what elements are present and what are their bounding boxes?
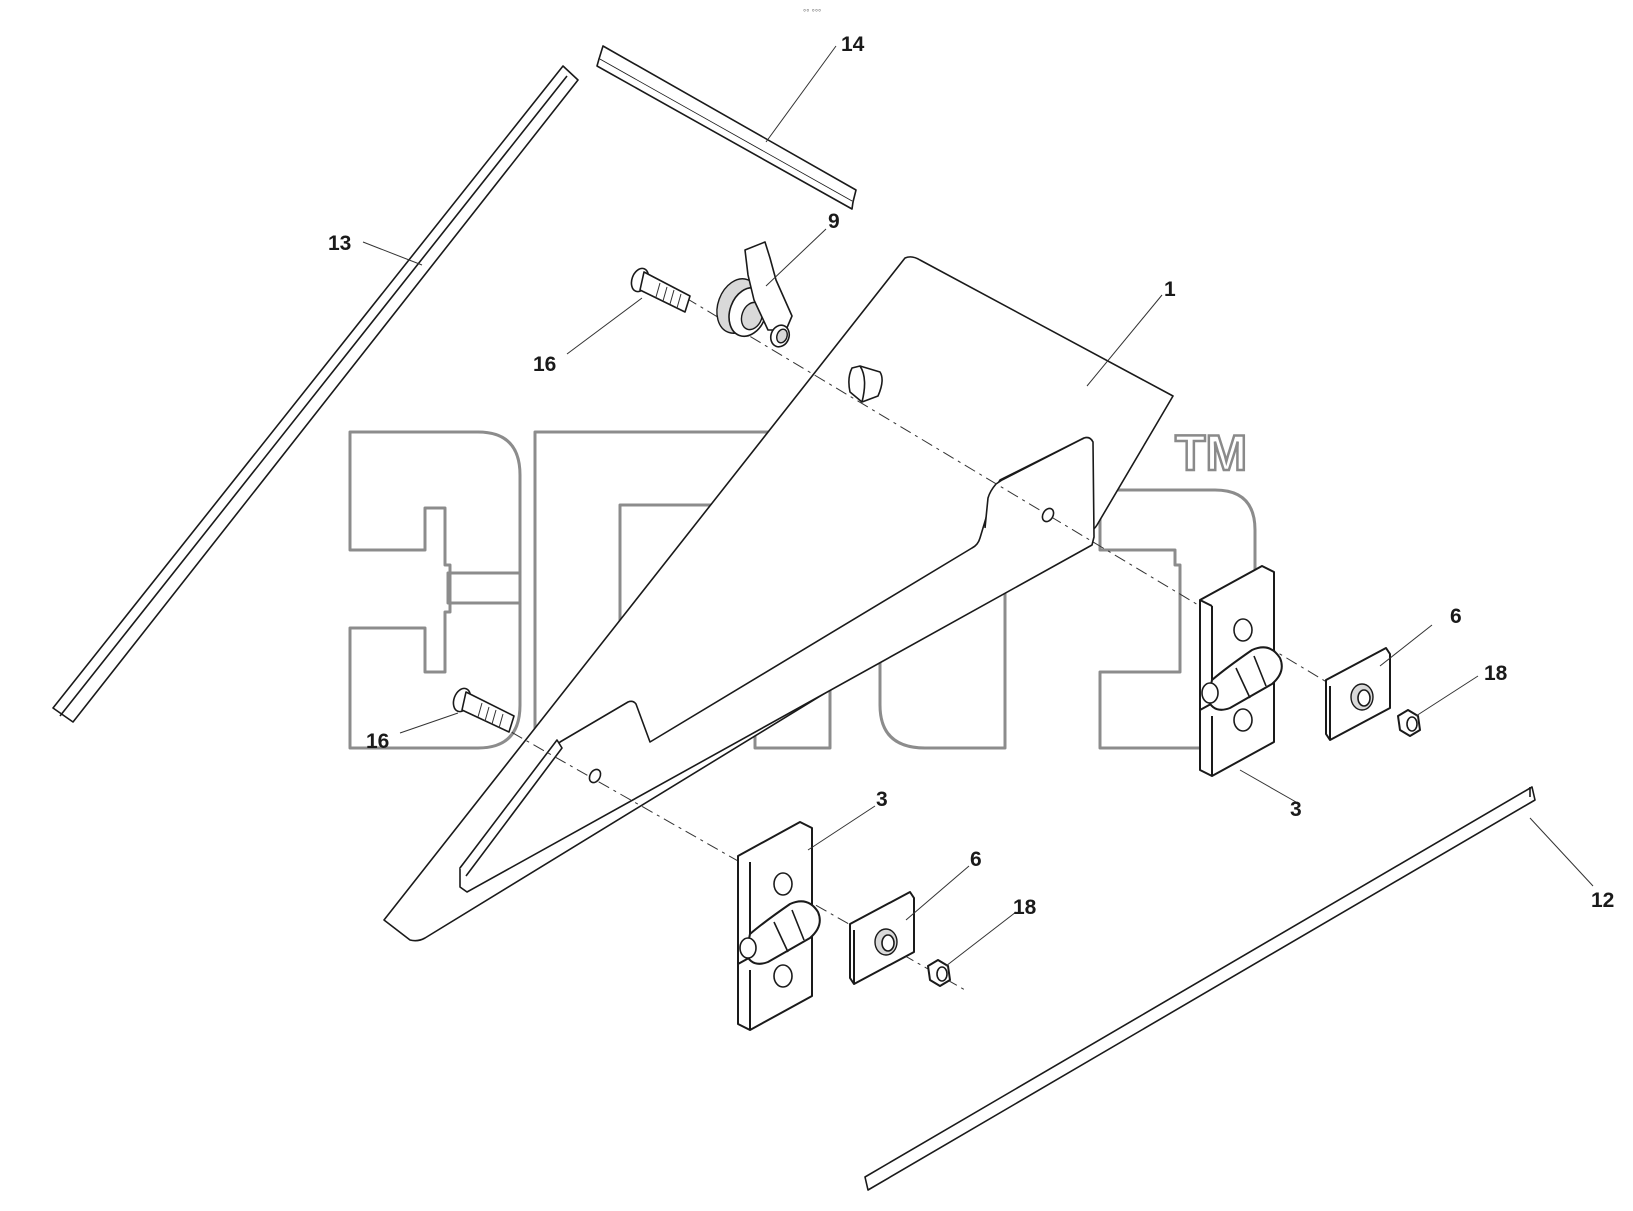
part-6-plate-left <box>849 891 915 985</box>
part-16-screw-upper <box>630 267 691 313</box>
callout-1: 1 <box>1164 278 1176 301</box>
callout-3-right: 3 <box>1290 798 1302 821</box>
part-12-strip <box>864 786 1536 1191</box>
callout-12: 12 <box>1591 889 1614 912</box>
bracket-hole-upper <box>1041 507 1055 523</box>
callout-18-left: 18 <box>1013 896 1037 919</box>
part-9-latch <box>716 241 793 348</box>
callout-3-left: 3 <box>876 788 888 811</box>
part-13-strip <box>52 65 579 723</box>
leader-lines <box>362 45 1594 967</box>
callout-labels: 14 13 9 1 16 16 6 18 3 3 6 18 12 <box>328 33 1614 919</box>
callout-6-right: 6 <box>1450 605 1462 628</box>
callout-9: 9 <box>828 210 840 233</box>
part-18-nut-right <box>1397 709 1421 737</box>
part-3-hinge-right <box>1199 565 1283 777</box>
callout-16-upper: 16 <box>533 353 556 376</box>
top-marks: °° °°° <box>803 8 821 17</box>
trademark-symbol: TM <box>1175 425 1247 481</box>
watermark-logo: TM <box>348 424 1257 750</box>
part-6-plate-right <box>1325 647 1391 741</box>
callout-6-left: 6 <box>970 848 982 871</box>
callout-16-lower: 16 <box>366 730 389 753</box>
callout-13: 13 <box>328 232 351 255</box>
callout-14: 14 <box>841 33 865 56</box>
part-18-nut-left <box>927 959 951 987</box>
part-3-hinge-left <box>737 821 821 1031</box>
mounting-bracket <box>459 436 1095 893</box>
rubber-plug <box>848 365 883 403</box>
part-16-screw-lower <box>452 687 515 733</box>
bracket-hole-lower <box>588 768 602 784</box>
part-14-strip <box>596 45 857 210</box>
callout-18-right: 18 <box>1484 662 1508 685</box>
